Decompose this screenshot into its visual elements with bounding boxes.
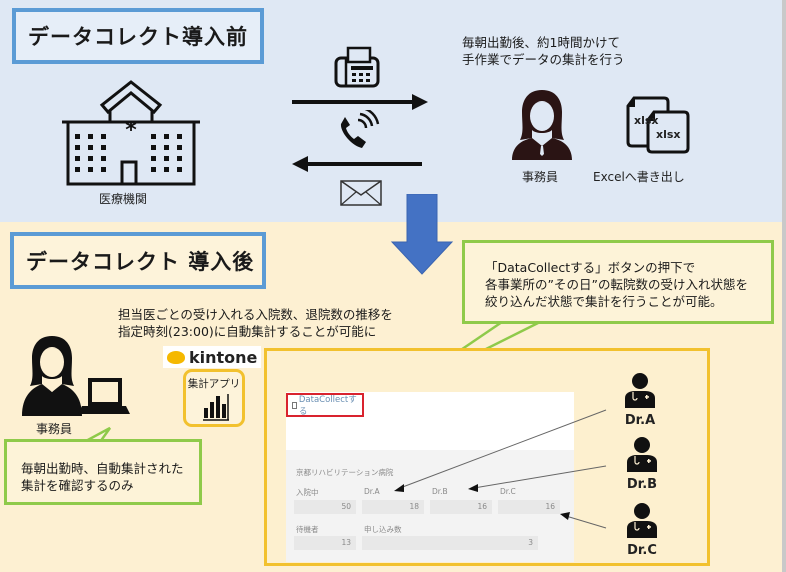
doctor-icon [627,503,657,538]
doctor-c-label: Dr.C [627,543,657,558]
facility-name: 京都リハビリテーション病院 [296,468,394,477]
applications-label: 申し込み数 [364,525,402,534]
doctor-a: Dr.A [620,372,660,428]
inpatients-label: 入院中 [296,488,319,497]
hospital-icon: * [62,80,200,186]
datacollect-button[interactable]: DataCollectする [286,393,364,417]
dr-b-field[interactable]: 16 [430,500,492,514]
callout-line-3: 絞り込んだ状態で集計を行うことが可能。 [485,294,723,309]
clerk-laptop-icon [22,336,130,416]
doctor-c: Dr.C [622,502,662,558]
file-text-2: xlsx [656,128,681,141]
clerk-icon [512,90,572,160]
doctor-b-label: Dr.B [626,477,658,492]
callout-line-2: 各事業所の”その日”の転院数の受け入れ状態を [485,277,748,292]
fax-icon [334,46,380,88]
before-description: 毎朝出勤後、約1時間かけて 手作業でデータの集計を行う [462,34,625,68]
arrow-to-hospital [304,162,422,166]
down-arrow-icon [390,194,454,275]
aggregate-app-tile[interactable]: 集計アプリ [183,369,245,427]
callout-line-1: 「DataCollectする」ボタンの押下で [485,260,696,275]
dr-c-label: Dr.C [500,487,516,496]
svg-text:*: * [125,118,137,143]
before-clerk-label: 事務員 [522,170,559,184]
after-clerk-label: 事務員 [36,422,73,436]
button-explanation-callout: 「DataCollectする」ボタンの押下で 各事業所の”その日”の転院数の受け… [462,240,774,324]
dr-c-field[interactable]: 16 [498,500,560,514]
doctor-a-label: Dr.A [624,413,656,428]
dr-b-label: Dr.B [432,487,448,496]
document-icon [292,401,297,409]
applications-field[interactable]: 3 [362,536,538,550]
after-description-line-1: 担当医ごとの受け入れる入院数、退院数の推移を [118,307,393,322]
after-description: 担当医ごとの受け入れる入院数、退院数の推移を 指定時刻(23:00)に自動集計す… [118,306,393,340]
before-title: データコレクト導入前 [12,8,264,64]
app-label: 集計アプリ [187,378,241,390]
excel-export-label: Excelへ書き出し [593,170,685,184]
datacollect-button-label: DataCollectする [298,395,357,417]
excel-files-icon [626,96,690,154]
dr-a-field[interactable]: 18 [362,500,424,514]
doctor-icon [625,373,655,408]
arrow-head-right-icon [412,94,428,110]
phone-icon [340,110,380,148]
doctor-b: Dr.B [622,436,662,492]
clerk-callout: 毎朝出勤時、自動集計された 集計を確認するのみ [4,439,202,505]
waiting-field[interactable]: 13 [294,536,356,550]
bar-chart-icon [203,394,229,421]
doctor-pointer-lines [394,409,607,529]
doctor-icon [627,437,657,472]
kintone-logo: kintone [163,346,262,368]
kintone-logo-text: kintone [189,347,258,367]
file-text-1: xlsx [634,114,659,127]
arrow-to-clerk [292,100,416,104]
dr-a-label: Dr.A [364,487,380,496]
kintone-cloud-icon [167,350,185,364]
after-title: データコレクト 導入後 [10,232,266,289]
arrow-head-left-icon [292,156,308,172]
waiting-label: 待機者 [296,525,319,534]
after-description-line-2: 指定時刻(23:00)に自動集計することが可能に [118,324,377,339]
before-description-line-2: 手作業でデータの集計を行う [462,52,625,67]
before-description-line-1: 毎朝出勤後、約1時間かけて [462,35,620,50]
mail-icon [340,180,382,206]
hospital-label: 医療機関 [99,192,148,206]
right-border [782,0,786,572]
clerk-callout-line-1: 毎朝出勤時、自動集計された [21,461,184,476]
inpatients-field[interactable]: 50 [294,500,356,514]
clerk-callout-line-2: 集計を確認するのみ [21,478,134,493]
